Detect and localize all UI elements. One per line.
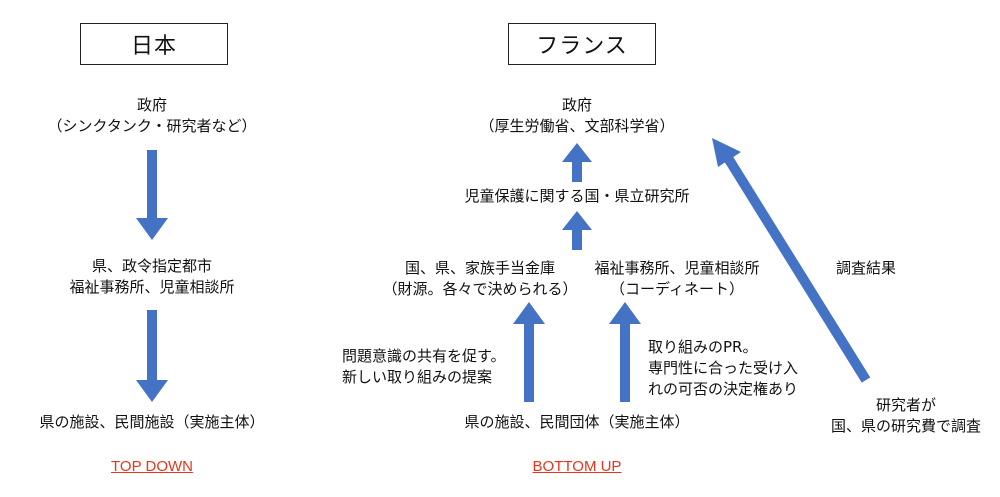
france-gov-line1: 政府 [561, 96, 593, 114]
france-funds-line2: （財源。各々で決められる） [382, 280, 578, 298]
france-researcher-node: 研究者が 国、県の研究費で調査 [831, 395, 981, 437]
france-left-note: 問題意識の共有を促す。 新しい取り組みの提案 [342, 346, 506, 388]
france-left-note-line2: 新しい取り組みの提案 [342, 368, 493, 386]
france-right-note-line1: 取り組みのPR。 [648, 338, 758, 356]
japan-gov-line1: 政府 [136, 96, 168, 114]
france-left-note-line1: 問題意識の共有を促す。 [342, 347, 506, 365]
france-research-result-label: 調査結果 [836, 259, 897, 277]
france-arrow-institute-to-gov [562, 143, 592, 182]
france-header: フランス [508, 23, 656, 65]
france-funds-line1: 国、県、家族手当金庫 [404, 259, 556, 277]
japan-arrow-pref-to-facility [136, 310, 168, 402]
japan-caption: TOP DOWN [111, 458, 193, 475]
france-gov-node: 政府 （厚生労働省、文部科学省） [479, 95, 674, 137]
france-funds-node: 国、県、家族手当金庫 （財源。各々で決められる） [382, 258, 577, 300]
france-arrow-facility-to-welfare [609, 302, 641, 402]
france-gov-line2: （厚生労働省、文部科学省） [479, 117, 675, 135]
japan-pref-node: 県、政令指定都市 福祉事務所、児童相談所 [69, 256, 234, 298]
japan-gov-line2: （シンクタンク・研究者など） [47, 117, 257, 135]
france-right-note-line2: 専門性に合った受け入 [648, 359, 799, 377]
france-caption: BOTTOM UP [532, 458, 622, 475]
france-arrow-funds-to-institute [562, 211, 592, 250]
france-welfare-line2: （コーディネート） [610, 280, 744, 298]
france-facility-node: 県の施設、民間団体（実施主体） [464, 413, 690, 431]
france-arrow-researcher-to-gov [712, 138, 871, 383]
france-right-note-line3: れの可否の決定権あり [648, 380, 799, 398]
france-welfare-line1: 福祉事務所、児童相談所 [594, 259, 760, 277]
france-researcher-line1: 研究者が [875, 396, 937, 414]
france-welfare-node: 福祉事務所、児童相談所 （コーディネート） [594, 258, 759, 300]
france-arrow-facility-to-funds [513, 302, 545, 402]
france-institute-node: 児童保護に関する国・県立研究所 [464, 187, 690, 205]
japan-arrow-gov-to-pref [136, 150, 168, 240]
japan-gov-node: 政府 （シンクタンク・研究者など） [47, 95, 256, 137]
japan-pref-line1: 県、政令指定都市 [91, 257, 213, 275]
france-researcher-line2: 国、県の研究費で調査 [830, 417, 982, 435]
japan-header: 日本 [80, 23, 228, 65]
france-right-note: 取り組みのPR。 専門性に合った受け入 れの可否の決定権あり [648, 337, 798, 400]
japan-facility-node: 県の施設、民間施設（実施主体） [39, 413, 265, 431]
japan-pref-line2: 福祉事務所、児童相談所 [69, 278, 235, 296]
